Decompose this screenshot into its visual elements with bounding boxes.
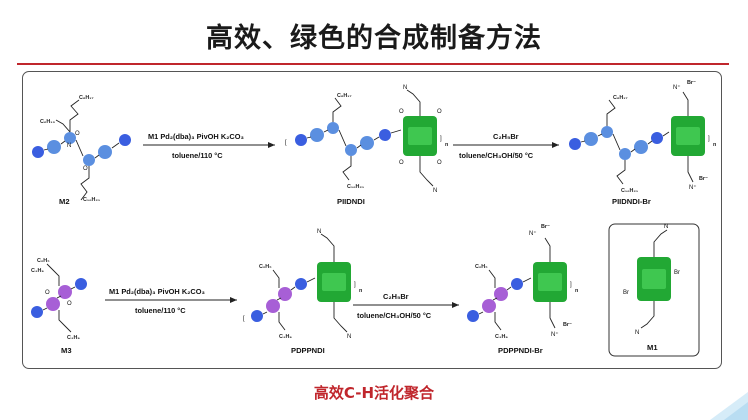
c2h5-label: C₂H₅ [475,264,488,270]
ammonium-label: N⁺ [551,331,559,338]
m2-label: M2 [59,197,70,206]
m1-label: M1 [647,343,658,352]
row1-step2-reagent: C₂H₅Br [493,132,519,141]
row2-step1-conditions: toluene/110 °C [135,306,186,315]
piidndi-br-label: PIIDNDI-Br [612,197,651,206]
corner-decoration [710,392,748,420]
bracket-icon: ] [354,282,356,288]
nitrogen-label: N [433,188,437,194]
row2-step2-reagent: C₂H₅Br [383,292,409,301]
oxygen-label: O [437,109,442,115]
oxygen-label: O [45,290,50,296]
c2h5-label: C₂H₅ [37,258,50,264]
nitrogen-label: N [403,85,407,91]
bromine-label: Br [674,270,680,276]
oxygen-label: O [83,166,88,172]
synthesis-scheme: C₈H₁₇ C₆H₁₃ C₁₀H₂₁ O O N M2 M1 Pd₂(dba)₃… [31,80,716,357]
c4h9-label: C₄H₉ [31,268,44,274]
row2-step1-reagents: M1 Pd₂(dba)₃ PivOH K₂CO₃ [109,287,205,296]
c6h13-label: C₆H₁₃ [40,119,55,125]
bromide-label: Br⁻ [541,224,550,230]
polymer-piidndi-br-structure: C₈H₁₇ C₁₀H₂₁ N⁺ Br⁻ N⁺ Br⁻ ] n [569,80,716,194]
c10h21-label: C₁₀H₂₁ [83,197,101,203]
c4h9-label: C₄H₉ [495,334,508,340]
c2h5-label: C₂H₅ [259,264,272,270]
oxygen-label: O [399,109,404,115]
bromine-label: Br [623,290,629,296]
scheme-frame: C₈H₁₇ C₆H₁₃ C₁₀H₂₁ O O N M2 M1 Pd₂(dba)₃… [22,71,722,369]
polymer-pdppndi-br-structure: C₂H₅ C₄H₉ N⁺ Br⁻ N⁺ Br⁻ ] n [467,224,578,340]
caption-c-h-activation: 高效C-H活化聚合 [313,384,435,402]
repeat-unit-n: n [713,142,716,148]
nitrogen-label: N [317,229,321,235]
c10h21-label: C₁₀H₂₁ [621,188,639,194]
c8h17-label: C₈H₁₇ [79,95,94,101]
monomer-m3-structure: C₂H₅ C₄H₉ C₄H₉ O O [31,258,87,341]
repeat-unit-n: n [575,288,578,294]
c10h21-label: C₁₀H₂₁ [347,184,365,190]
bracket-icon: [ [243,316,245,322]
oxygen-label: O [67,301,72,307]
monomer-m2-structure: C₈H₁₇ C₆H₁₃ C₁₀H₂₁ O O N [32,95,131,203]
row2-step2-conditions: toluene/CH₃OH/50 °C [357,311,432,320]
polymer-piidndi-structure: [ C₈H₁₇ C₁₀H₂₁ N N O O O O ] n [285,85,448,194]
oxygen-label: O [399,160,404,166]
pdppndi-br-label: PDPPNDI-Br [498,346,543,355]
bracket-icon: ] [708,136,710,142]
m3-label: M3 [61,346,72,355]
c4h9-label: C₄H₉ [67,335,80,341]
bromide-label: Br⁻ [699,176,708,182]
m1-box [608,223,700,357]
piidndi-label: PIIDNDI [337,197,365,206]
ammonium-label: N⁺ [689,184,697,191]
oxygen-label: O [437,160,442,166]
bracket-icon: [ [285,140,287,146]
nitrogen-label: N [664,224,668,230]
monomer-m1-structure: N N Br Br [623,224,680,336]
ammonium-label: N⁺ [673,84,681,91]
repeat-unit-n: n [445,142,448,148]
bracket-icon: ] [440,136,442,142]
repeat-unit-n: n [359,288,362,294]
c4h9-label: C₄H₉ [279,334,292,340]
bromide-label: Br⁻ [563,322,572,328]
nitrogen-label: N [347,334,351,340]
nitrogen-label: N [67,143,71,149]
page-title: 高效、绿色的合成制备方法 [206,23,542,54]
c8h17-label: C₈H₁₇ [613,95,628,101]
nitrogen-label: N [635,330,639,336]
oxygen-label: O [75,131,80,137]
c8h17-label: C₈H₁₇ [337,93,352,99]
bromide-label: Br⁻ [687,80,696,86]
row1-step1-reagents: M1 Pd₂(dba)₃ PivOH K₂CO₃ [148,132,244,141]
bracket-icon: ] [570,282,572,288]
row1-step1-conditions: toluene/110 °C [172,151,223,160]
title-divider [17,63,729,65]
pdppndi-label: PDPPNDI [291,346,325,355]
row1-step2-conditions: toluene/CH₃OH/50 °C [459,151,534,160]
ammonium-label: N⁺ [529,230,537,237]
polymer-pdppndi-structure: [ C₂H₅ C₄H₉ N N ] n [243,229,362,340]
